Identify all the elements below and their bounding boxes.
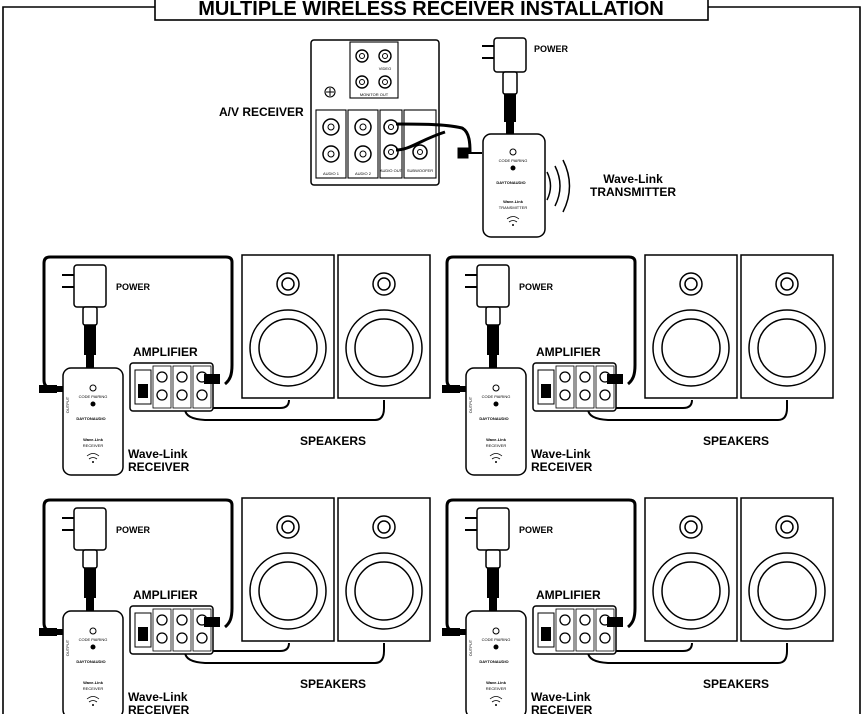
receiver-brand: DAYTONAUDIO: [479, 416, 508, 421]
speakers-label: SPEAKERS: [703, 677, 769, 691]
receiver-zone-3: POWER OUTPUT CODE PAIRING DAYTONAUDIO Wa…: [39, 497, 431, 719]
amplifier-panel: [532, 362, 623, 412]
right-speaker: [337, 497, 431, 642]
speakers-label: SPEAKERS: [300, 677, 366, 691]
zone-output-plug: [442, 385, 466, 393]
receiver-type: RECEIVER: [486, 443, 507, 448]
receiver-brand: DAYTONAUDIO: [76, 659, 105, 664]
diagram-title: MULTIPLE WIRELESS RECEIVER INSTALLATION: [198, 0, 664, 20]
left-speaker: [241, 497, 335, 642]
amplifier-label: AMPLIFIER: [133, 588, 198, 602]
amplifier-label: AMPLIFIER: [133, 345, 198, 359]
zone-output-plug: [442, 628, 466, 636]
outer-frame: [2, 6, 861, 714]
amplifier-panel: [532, 605, 623, 655]
transmitter-label-line1: Wave-Link: [603, 172, 663, 186]
transmitter-label-line2: TRANSMITTER: [590, 185, 676, 199]
receiver-label-line1: Wave-Link: [531, 690, 591, 704]
zone-power-label: POWER: [116, 282, 151, 292]
receiver-label-line1: Wave-Link: [531, 447, 591, 461]
amplifier-label: AMPLIFIER: [536, 345, 601, 359]
left-speaker: [241, 254, 335, 399]
source-power-label: POWER: [534, 44, 569, 54]
receiver-model: Wave-Link: [486, 680, 507, 685]
speakers-label: SPEAKERS: [300, 434, 366, 448]
panel-label-subwoofer: SUBWOOFER: [407, 168, 433, 173]
receiver-model: Wave-Link: [486, 437, 507, 442]
source-power-adapter: [482, 37, 527, 134]
av-receiver-label: A/V RECEIVER: [219, 105, 304, 119]
transmitter-brand: DAYTONAUDIO: [496, 180, 525, 185]
receiver-model: Wave-Link: [83, 437, 104, 442]
receiver-brand: DAYTONAUDIO: [479, 659, 508, 664]
wireless-waves-icon: [546, 159, 571, 213]
zone-output-plug: [39, 385, 63, 393]
av-receiver-panel: MONITOR OUT VIDEO AUDIO 1 AUDIO 2 AUDIO …: [310, 39, 440, 186]
left-speaker: [644, 497, 738, 642]
zone-power-adapter: [62, 507, 107, 612]
zone-power-label: POWER: [116, 525, 151, 535]
receiver-zone-2: POWER OUTPUT CODE PAIRING DAYTONAUDIO Wa…: [442, 254, 834, 476]
zone-output-plug: [39, 628, 63, 636]
right-speaker: [740, 497, 834, 642]
receiver-zone-4: POWER OUTPUT CODE PAIRING DAYTONAUDIO Wa…: [442, 497, 834, 719]
amplifier-panel: [129, 605, 220, 655]
receiver-label-line1: Wave-Link: [128, 690, 188, 704]
receiver-type: RECEIVER: [486, 686, 507, 691]
zone-power-adapter: [465, 264, 510, 369]
receiver-model: Wave-Link: [83, 680, 104, 685]
receiver-pair-label: CODE PAIRING: [79, 637, 108, 642]
receiver-output-label: OUTPUT: [65, 396, 70, 413]
amplifier-label: AMPLIFIER: [536, 588, 601, 602]
left-speaker: [644, 254, 738, 399]
transmitter-type: TRANSMITTER: [499, 205, 528, 210]
zone-receiver-device: OUTPUT CODE PAIRING DAYTONAUDIO Wave-Lin…: [465, 610, 527, 719]
receiver-label-line2: RECEIVER: [128, 460, 190, 474]
zone-receiver-device: OUTPUT CODE PAIRING DAYTONAUDIO Wave-Lin…: [465, 367, 527, 476]
speakers-label: SPEAKERS: [703, 434, 769, 448]
zone-power-label: POWER: [519, 525, 554, 535]
right-speaker: [337, 254, 431, 399]
receiver-zones: POWER OUTPUT CODE PAIRING DAYTONAUDIO Wa…: [39, 254, 834, 719]
right-speaker: [740, 254, 834, 399]
receiver-pair-label: CODE PAIRING: [482, 394, 511, 399]
receiver-label-line2: RECEIVER: [531, 460, 593, 474]
receiver-label-line2: RECEIVER: [128, 703, 190, 714]
receiver-output-label: OUTPUT: [65, 639, 70, 656]
zone-power-adapter: [465, 507, 510, 612]
panel-label-audio-out: AUDIO OUT: [380, 168, 403, 173]
receiver-pair-label: CODE PAIRING: [79, 394, 108, 399]
receiver-output-label: OUTPUT: [468, 396, 473, 413]
transmitter-model: Wave-Link: [503, 199, 524, 204]
receiver-type: RECEIVER: [83, 686, 104, 691]
zone-receiver-device: OUTPUT CODE PAIRING DAYTONAUDIO Wave-Lin…: [62, 367, 124, 476]
ground-symbol: [324, 86, 336, 98]
zone-receiver-device: OUTPUT CODE PAIRING DAYTONAUDIO Wave-Lin…: [62, 610, 124, 719]
transmitter-pair-label: CODE PAIRING: [499, 158, 528, 163]
source-audio-cable: [395, 122, 482, 159]
panel-label-audio-2: AUDIO 2: [355, 171, 372, 176]
zone-power-adapter: [62, 264, 107, 369]
zone-power-label: POWER: [519, 282, 554, 292]
panel-label-audio-1: AUDIO 1: [323, 171, 340, 176]
receiver-zone-1: POWER OUTPUT CODE PAIRING DAYTONAUDIO Wa…: [39, 254, 431, 476]
panel-label-video: VIDEO: [379, 66, 391, 71]
receiver-label-line1: Wave-Link: [128, 447, 188, 461]
title-box: MULTIPLE WIRELESS RECEIVER INSTALLATION: [154, 0, 709, 21]
receiver-pair-label: CODE PAIRING: [482, 637, 511, 642]
panel-label-monitor-out: MONITOR OUT: [360, 92, 389, 97]
receiver-type: RECEIVER: [83, 443, 104, 448]
receiver-output-label: OUTPUT: [468, 639, 473, 656]
receiver-brand: DAYTONAUDIO: [76, 416, 105, 421]
transmitter-device: CODE PAIRING DAYTONAUDIO Wave-Link TRANS…: [482, 133, 546, 238]
amplifier-panel: [129, 362, 220, 412]
receiver-label-line2: RECEIVER: [531, 703, 593, 714]
